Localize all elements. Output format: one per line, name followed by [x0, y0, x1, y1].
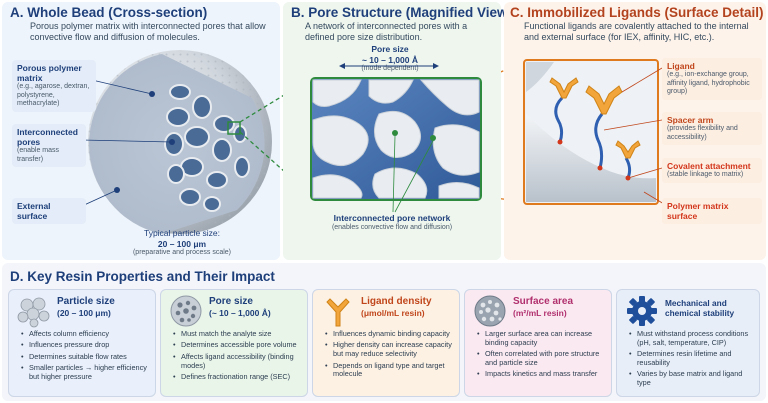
surface-disc-icon: [474, 295, 506, 327]
panel-c-title: C. Immobilized Ligands (Surface Detail): [510, 5, 764, 20]
card-bullet: Varies by base matrix and ligand type: [629, 370, 755, 388]
polymer-surface-callout: Polymer matrix surface: [662, 198, 762, 224]
card-bullets: Must match the analyte size Determines a…: [173, 329, 303, 384]
spacer-label: Spacer arm: [667, 115, 714, 125]
panel-d-title: D. Key Resin Properties and Their Impact: [10, 269, 275, 284]
pore-network-illustration: [310, 63, 482, 213]
card-bullet: Affects column efficiency: [21, 329, 151, 339]
surface-label: External surface: [17, 201, 51, 221]
card-bullets: Influences dynamic binding capacity High…: [325, 329, 455, 382]
spacer-sublabel: (provides flexibility and accessibility): [667, 125, 738, 141]
particle-size-sublabel: (preparative and process scale): [132, 249, 232, 256]
property-card-surface-area: Surface area (m²/mL resin) Larger surfac…: [464, 289, 612, 397]
pore-size-sublabel: (mode dependent): [361, 65, 419, 72]
particle-size-value: 20 – 100 μm: [157, 238, 207, 249]
ligand-label: Ligand: [667, 61, 695, 71]
card-bullets: Larger surface area can increase binding…: [477, 329, 607, 382]
card-subtitle: (μmol/mL resin): [361, 308, 425, 318]
ligand-icon: [326, 298, 350, 327]
card-bullets: Must withstand process conditions (pH, s…: [629, 329, 755, 391]
card-bullets: Affects column efficiency Influences pre…: [21, 329, 151, 384]
panel-pore-structure: B. Pore Structure (Magnified View) A net…: [283, 2, 512, 260]
particle-size-label: Typical particle size:: [143, 228, 221, 238]
panel-b-title: B. Pore Structure (Magnified View): [291, 5, 513, 20]
card-title: Pore size: [209, 296, 253, 307]
pore-network-label: Interconnected pore network: [333, 213, 451, 223]
pore-network-sublabel: (enables convective flow and diffusion): [331, 223, 453, 231]
matrix-callout: Porous polymer matrix (e.g., agarose, de…: [12, 60, 96, 112]
pore-size-label: Pore size: [371, 44, 409, 54]
card-bullet: Higher density can increase capacity but…: [325, 341, 455, 359]
covalent-sublabel: (stable linkage to matrix): [667, 171, 744, 178]
porous-disc-icon: [170, 295, 202, 327]
card-bullet: Influences pressure drop: [21, 341, 151, 350]
card-bullet: Must match the analyte size: [173, 329, 303, 339]
card-bullet: Defines fractionation range (SEC): [173, 372, 303, 382]
card-bullet: Smaller particles → higher efficiency bu…: [21, 363, 151, 382]
pore-size-caption: Pore size ~ 10 – 1,000 Å (mode dependent…: [335, 44, 445, 74]
covalent-label: Covalent attachment: [667, 161, 751, 171]
card-subtitle: (m²/mL resin): [513, 308, 567, 318]
panel-resin-properties: D. Key Resin Properties and Their Impact…: [2, 263, 766, 401]
covalent-callout: Covalent attachment (stable linkage to m…: [662, 158, 762, 183]
property-card-ligand-density: Ligand density (μmol/mL resin) Influence…: [312, 289, 460, 397]
bead-cluster-icon: [17, 297, 50, 328]
ligand-callout: Ligand (e.g., ion-exchange group, affini…: [662, 58, 762, 100]
particle-size-caption: Typical particle size: 20 – 100 μm (prep…: [122, 228, 242, 258]
card-bullet: Larger surface area can increase binding…: [477, 329, 607, 348]
ligand-sublabel: (e.g., ion-exchange group, affinity liga…: [667, 71, 750, 95]
card-bullet: Affects ligand accessibility (binding mo…: [173, 352, 303, 371]
property-card-stability: Mechanical and chemical stability Must w…: [616, 289, 760, 397]
panel-c-description: Functional ligands are covalently attach…: [524, 21, 749, 42]
panel-immobilized-ligands: C. Immobilized Ligands (Surface Detail) …: [504, 2, 766, 260]
card-title: Particle size: [57, 296, 115, 307]
card-title: Surface area: [513, 296, 574, 307]
card-bullet: Impacts kinetics and mass transfer: [477, 370, 607, 379]
pores-label: Interconnected pores: [17, 127, 78, 147]
card-bullet: Depends on ligand type and target molecu…: [325, 361, 455, 380]
card-subtitle: (~ 10 – 1,000 Å): [209, 308, 271, 318]
pore-network-caption: Interconnected pore network (enables con…: [293, 213, 491, 232]
ligand-surface-illustration: [523, 59, 665, 205]
card-bullet: Determines resin lifetime and reusabilit…: [629, 349, 755, 368]
card-bullet: Must withstand process conditions (pH, s…: [629, 329, 755, 348]
property-card-pore-size: Pore size (~ 10 – 1,000 Å) Must match th…: [160, 289, 308, 397]
property-card-particle-size: Particle size (20 – 100 μm) Affects colu…: [8, 289, 156, 397]
pores-sublabel: (enable mass transfer): [17, 147, 60, 163]
matrix-label: Porous polymer matrix: [17, 63, 82, 83]
panel-a-description: Porous polymer matrix with interconnecte…: [30, 21, 266, 42]
panel-b-description: A network of interconnected pores with a…: [305, 21, 468, 42]
card-subtitle: (20 – 100 μm): [57, 308, 111, 318]
spacer-callout: Spacer arm (provides flexibility and acc…: [662, 112, 762, 145]
card-bullet: Determines accessible pore volume: [173, 341, 303, 350]
panel-whole-bead: A. Whole Bead (Cross-section) Porous pol…: [2, 2, 280, 260]
card-bullet: Determines suitable flow rates: [21, 352, 151, 362]
card-title: Ligand density: [361, 296, 432, 307]
bead-cross-section-illustration: [81, 50, 272, 234]
panel-a-title: A. Whole Bead (Cross-section): [10, 5, 208, 20]
matrix-sublabel: (e.g., agarose, dextran, polystyrene, me…: [17, 83, 90, 107]
polymer-surface-label: Polymer matrix surface: [667, 201, 729, 221]
gear-icon: [627, 296, 657, 326]
pores-callout: Interconnected pores (enable mass transf…: [12, 124, 86, 167]
card-bullet: Often correlated with pore structure and…: [477, 349, 607, 368]
surface-callout: External surface: [12, 198, 86, 224]
pore-size-value: ~ 10 – 1,000 Å: [361, 54, 418, 65]
card-title: Mechanical and chemical stability: [665, 298, 735, 318]
card-bullet: Influences dynamic binding capacity: [325, 329, 455, 339]
